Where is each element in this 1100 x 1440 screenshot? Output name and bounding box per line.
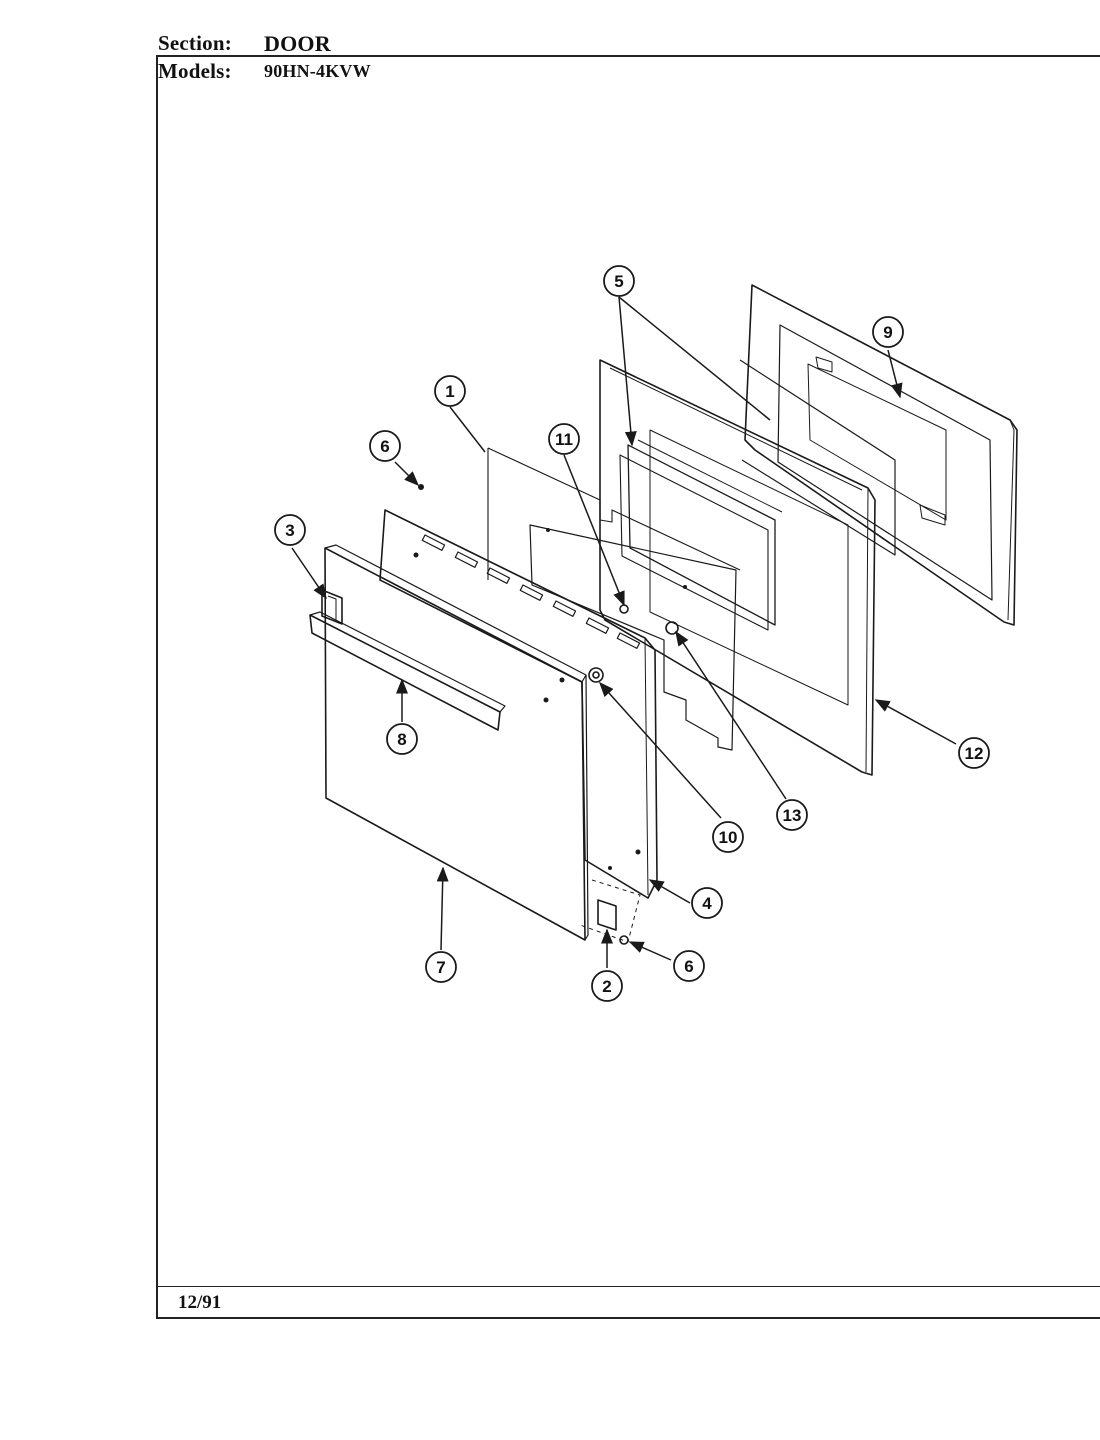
callout-5	[603, 265, 635, 297]
revision-date: 12/91	[178, 1292, 222, 1313]
callout-4	[691, 887, 723, 919]
leader-lines	[291, 296, 957, 968]
callout-6a-label: 6	[380, 437, 389, 456]
callout-12	[958, 737, 990, 769]
section-label: Section:	[158, 31, 232, 55]
insulation-plate	[529, 524, 737, 751]
outer-door-panel	[324, 544, 589, 941]
callout-6b	[673, 950, 705, 982]
section-value: DOOR	[264, 31, 331, 56]
callout-3	[274, 514, 306, 546]
callout-7-label: 7	[436, 958, 445, 977]
callout-6b-label: 6	[684, 957, 693, 976]
callout-10-label: 10	[719, 828, 738, 847]
callout-9	[872, 316, 904, 348]
insulation-sheet	[487, 447, 741, 580]
handle-bracket	[321, 589, 343, 625]
callout-8-label: 8	[397, 730, 406, 749]
callout-2	[591, 970, 623, 1002]
callout-2-label: 2	[602, 977, 611, 996]
callout-10	[712, 821, 744, 853]
models-value: 90HN-4KVW	[264, 61, 371, 81]
callout-12-label: 12	[965, 744, 984, 763]
callout-9-label: 9	[883, 323, 892, 342]
callout-13-label: 13	[783, 806, 802, 825]
rear-liner-frame	[744, 284, 1018, 626]
diagram-frame	[156, 55, 1100, 1319]
glass-panes	[619, 439, 783, 631]
callout-3-label: 3	[285, 521, 294, 540]
callout-7	[425, 951, 457, 983]
callout-4-label: 4	[702, 894, 712, 913]
callout-6a	[369, 430, 401, 462]
section-heading: Section: DOOR	[158, 31, 331, 56]
callout-11-label: 11	[555, 430, 573, 449]
callout-13	[776, 799, 808, 831]
hinge-bracket	[579, 879, 641, 945]
footer-divider	[156, 1286, 1100, 1287]
inner-door-panel	[379, 509, 658, 899]
callout-1	[434, 375, 466, 407]
models-label: Models:	[158, 59, 232, 83]
callout-1-label: 1	[445, 382, 454, 401]
callout-5-label: 5	[614, 272, 623, 291]
callout-8	[386, 723, 418, 755]
door-handle	[309, 611, 506, 731]
models-heading: Models: 90HN-4KVW	[158, 59, 371, 84]
callout-11	[548, 423, 580, 455]
